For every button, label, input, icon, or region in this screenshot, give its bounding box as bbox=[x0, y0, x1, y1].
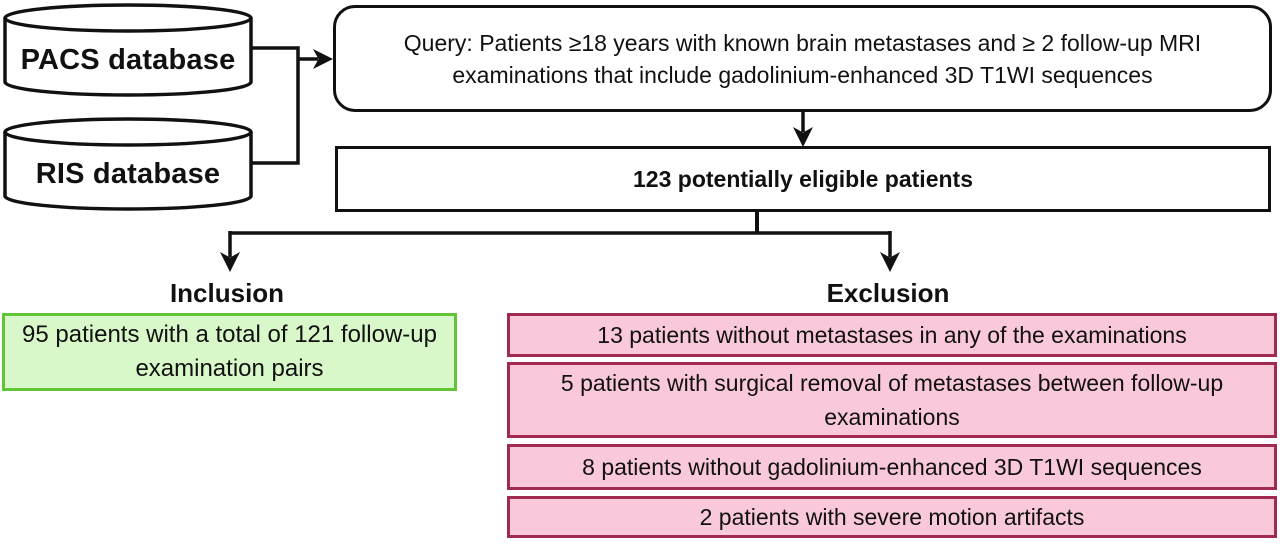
eligible-patients-box: 123 potentially eligible patients bbox=[335, 146, 1271, 212]
arrow-down-inclusion-icon bbox=[220, 252, 240, 272]
ris-database-label: RIS database bbox=[35, 157, 221, 190]
exclusion-box-no-gadolinium: 8 patients without gadolinium-enhanced 3… bbox=[507, 444, 1277, 490]
arrow-into-query-icon bbox=[313, 49, 333, 69]
exclusion-box-no-metastases: 13 patients without metastases in any of… bbox=[507, 313, 1277, 357]
ris-cylinder bbox=[3, 117, 253, 211]
arrow-down-eligible-icon bbox=[793, 127, 813, 147]
query-text: Query: Patients ≥18 years with known bra… bbox=[403, 29, 1202, 88]
exclusion-heading: Exclusion bbox=[826, 278, 950, 308]
pacs-database-label: PACS database bbox=[20, 43, 236, 76]
inclusion-heading: Inclusion bbox=[169, 278, 285, 308]
pacs-cylinder bbox=[3, 3, 253, 97]
exclusion-box-surgical-removal: 5 patients with surgical removal of meta… bbox=[507, 362, 1277, 438]
inclusion-box: 95 patients with a total of 121 follow-u… bbox=[2, 313, 457, 391]
exclusion-box-motion-artifacts: 2 patients with severe motion artifacts bbox=[507, 496, 1277, 538]
arrow-down-exclusion-icon bbox=[880, 252, 900, 272]
db-merge-connector bbox=[251, 46, 300, 165]
query-box: Query: Patients ≥18 years with known bra… bbox=[333, 5, 1272, 112]
